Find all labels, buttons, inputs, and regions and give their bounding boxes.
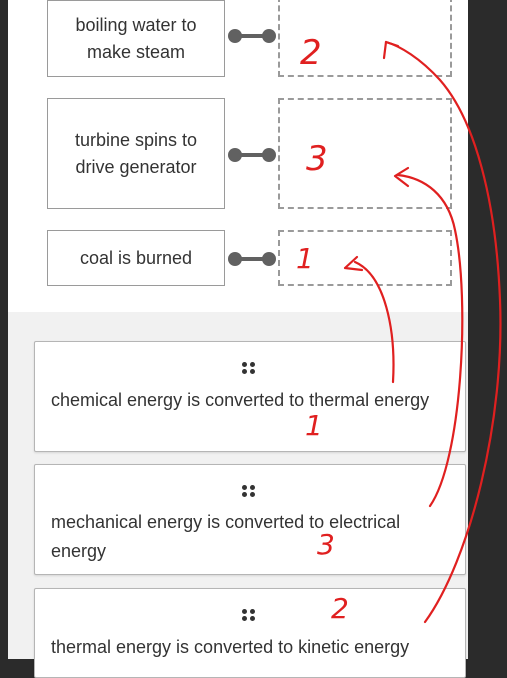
card-text: thermal energy is converted to kinetic e… bbox=[51, 637, 410, 657]
term-label: coal is burned bbox=[79, 247, 193, 268]
card-text: mechanical energy is converted to electr… bbox=[51, 512, 401, 561]
drop-zone-2[interactable]: 3 bbox=[278, 98, 452, 209]
draggable-card-thermal[interactable]: thermal energy is converted to kinetic e… bbox=[34, 588, 466, 678]
pointer-caret bbox=[228, 298, 264, 312]
handwritten-number: 3 bbox=[317, 528, 335, 561]
draggable-card-chemical[interactable]: chemical energy is converted to thermal … bbox=[34, 341, 466, 452]
drop-zone-1[interactable]: 2 bbox=[278, 0, 452, 77]
term-label: turbine spins to drive generator bbox=[74, 129, 198, 177]
drag-grip-icon[interactable] bbox=[242, 362, 256, 376]
connector-1 bbox=[228, 29, 278, 43]
handwritten-number: 2 bbox=[331, 592, 349, 625]
drag-grip-icon[interactable] bbox=[242, 609, 256, 623]
drag-grip-icon[interactable] bbox=[242, 485, 256, 499]
term-turbine-spins: turbine spins to drive generator bbox=[47, 98, 225, 209]
card-text: chemical energy is converted to thermal … bbox=[51, 390, 430, 410]
drop-zone-3[interactable]: 1 bbox=[278, 230, 452, 286]
right-margin bbox=[468, 0, 507, 659]
handwritten-number: 3 bbox=[306, 139, 328, 179]
term-label: boiling water to make steam bbox=[75, 14, 197, 62]
top-strip bbox=[8, 0, 483, 10]
handwritten-number: 1 bbox=[305, 409, 323, 442]
handwritten-number: 2 bbox=[300, 33, 322, 73]
term-coal-burned: coal is burned bbox=[47, 230, 225, 286]
draggable-card-mechanical[interactable]: mechanical energy is converted to electr… bbox=[34, 464, 466, 575]
handwritten-number: 1 bbox=[296, 242, 314, 275]
connector-2 bbox=[228, 148, 278, 162]
term-boiling-water: boiling water to make steam bbox=[47, 0, 225, 77]
connector-3 bbox=[228, 252, 278, 266]
